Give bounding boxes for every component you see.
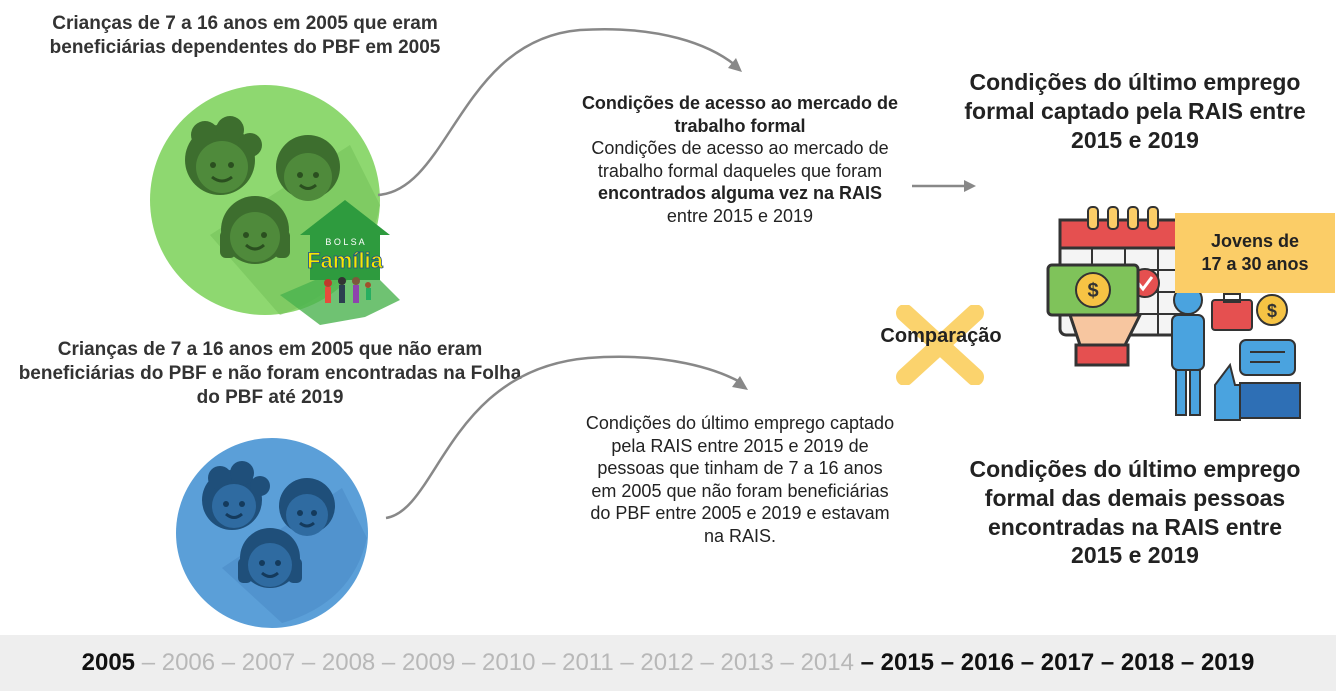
beneficiary-children-icon: B O L S A Família (150, 85, 400, 325)
access-conditions-text-a: Condições de acesso ao mercado de trabal… (591, 138, 889, 181)
comparison-cross-icon (896, 305, 984, 385)
timeline-year: 2005 (81, 649, 136, 676)
timeline-separator: – (934, 649, 961, 676)
timeline-year: 2013 (720, 649, 774, 676)
timeline-separator: – (1014, 649, 1041, 676)
curved-arrow-top (377, 28, 742, 197)
timeline-separator: – (535, 649, 563, 676)
timeline-year: 2010 (482, 649, 536, 676)
logo-bolsa-text: B O L S A (325, 237, 364, 247)
timeline-separator: – (1174, 649, 1201, 676)
timeline-year: 2009 (401, 649, 456, 676)
access-conditions-text-bold: encontrados alguma vez na RAIS (597, 183, 883, 203)
bolsa-familia-logo: B O L S A Família (280, 200, 400, 325)
timeline-year: 2019 (1200, 649, 1255, 676)
timeline-separator: – (853, 649, 881, 676)
timeline-separator: – (773, 649, 801, 676)
timeline-separator: – (135, 649, 162, 676)
access-conditions-heading: Condições de acesso ao mercado de trabal… (581, 93, 899, 136)
svg-text:$: $ (1087, 280, 1098, 302)
badge-line-2: 17 a 30 anos (1201, 254, 1309, 274)
timeline-year: 2012 (640, 649, 694, 676)
timeline-bar: 2005 – 2006 – 2007 – 2008 – 2009 – 2010 … (0, 635, 1336, 691)
timeline-year: 2007 (241, 649, 296, 676)
timeline-year: 2006 (161, 649, 216, 676)
timeline-year: 2016 (960, 649, 1015, 676)
group-top-title: Crianças de 7 a 16 anos em 2005 que eram… (49, 13, 441, 58)
timeline-separator: – (1094, 649, 1121, 676)
access-conditions-description: Condições de acesso ao mercado de trabal… (575, 92, 905, 227)
curved-arrow-bottom (385, 355, 748, 520)
timeline-separator: – (295, 649, 322, 676)
right-top-title: Condições do último emprego formal capta… (964, 69, 1306, 153)
right-bottom-title: Condições do último emprego formal das d… (969, 456, 1301, 569)
employment-illustration-icon: $ $ (1046, 206, 1301, 421)
badge-line-1: Jovens de (1210, 230, 1300, 251)
timeline-year: 2014 (800, 649, 854, 676)
non-beneficiary-children-icon (176, 438, 368, 628)
timeline-separator: – (455, 649, 483, 676)
access-conditions-text-c: entre 2015 e 2019 (666, 205, 814, 226)
timeline-year: 2015 (880, 649, 935, 676)
logo-familia-text: Família (307, 248, 384, 273)
timeline-separator: – (375, 649, 402, 676)
age-range-badge: Jovens de 17 a 30 anos (1175, 213, 1335, 293)
group-bottom-title: Crianças de 7 a 16 anos em 2005 que não … (18, 339, 522, 408)
timeline-year: 2017 (1040, 649, 1095, 676)
last-job-description: Condições do último emprego captado pela… (585, 413, 895, 546)
timeline-year: 2008 (321, 649, 376, 676)
straight-arrow (912, 180, 976, 192)
timeline-year: 2018 (1120, 649, 1175, 676)
timeline-year: 2011 (562, 649, 614, 676)
timeline-separator: – (693, 649, 721, 676)
svg-text:$: $ (1267, 301, 1277, 321)
comparison-label: Comparação (880, 325, 1002, 347)
timeline-separator: – (613, 649, 641, 676)
timeline-separator: – (215, 649, 242, 676)
